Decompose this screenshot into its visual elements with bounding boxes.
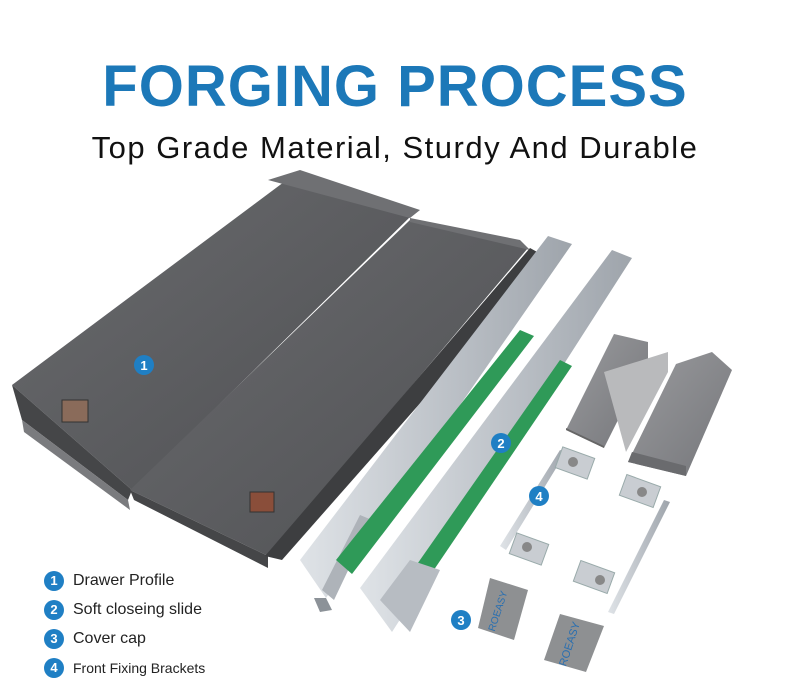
legend-label: Soft closeing slide <box>73 600 202 618</box>
legend-number-badge: 4 <box>44 657 64 678</box>
cover-clip-2: ROEASY <box>544 614 604 672</box>
cover-cap-right <box>628 352 732 476</box>
legend-label: Cover cap <box>73 629 146 647</box>
page-title: FORGING PROCESS <box>102 54 688 119</box>
legend-label: Drawer Profile <box>73 571 175 589</box>
front-fixing-bracket-2 <box>572 473 670 614</box>
legend-item: 1 Drawer Profile <box>44 566 205 595</box>
legend-number-badge: 3 <box>44 628 64 649</box>
callout-1-number: 1 <box>140 358 147 373</box>
callout-2: 2 <box>491 433 511 453</box>
soft-closing-slide-left <box>300 236 572 612</box>
legend-item: 4 Front Fixing Brackets <box>44 653 205 682</box>
legend-item: 2 Soft closeing slide <box>44 595 205 624</box>
drawer-profile-right <box>130 218 548 568</box>
callout-3-number: 3 <box>457 613 464 628</box>
legend-item: 3 Cover cap <box>44 624 205 653</box>
page-subtitle: Top Grade Material, Sturdy And Durable <box>91 130 699 165</box>
cover-clip-1: ROEASY <box>478 578 528 640</box>
front-fixing-bracket-1 <box>500 446 596 566</box>
drawer-profile-left <box>12 170 420 510</box>
legend-number-badge: 2 <box>44 599 64 620</box>
legend-number-badge: 1 <box>44 570 64 591</box>
callout-2-number: 2 <box>497 436 504 451</box>
callout-3: 3 <box>451 610 471 630</box>
legend-label: Front Fixing Brackets <box>73 659 206 676</box>
callout-4-number: 4 <box>535 489 543 504</box>
callout-4: 4 <box>529 486 549 506</box>
cover-cap-left <box>566 334 668 452</box>
callout-1: 1 <box>134 355 154 375</box>
parts-legend: 1 Drawer Profile 2 Soft closeing slide 3… <box>44 566 205 682</box>
